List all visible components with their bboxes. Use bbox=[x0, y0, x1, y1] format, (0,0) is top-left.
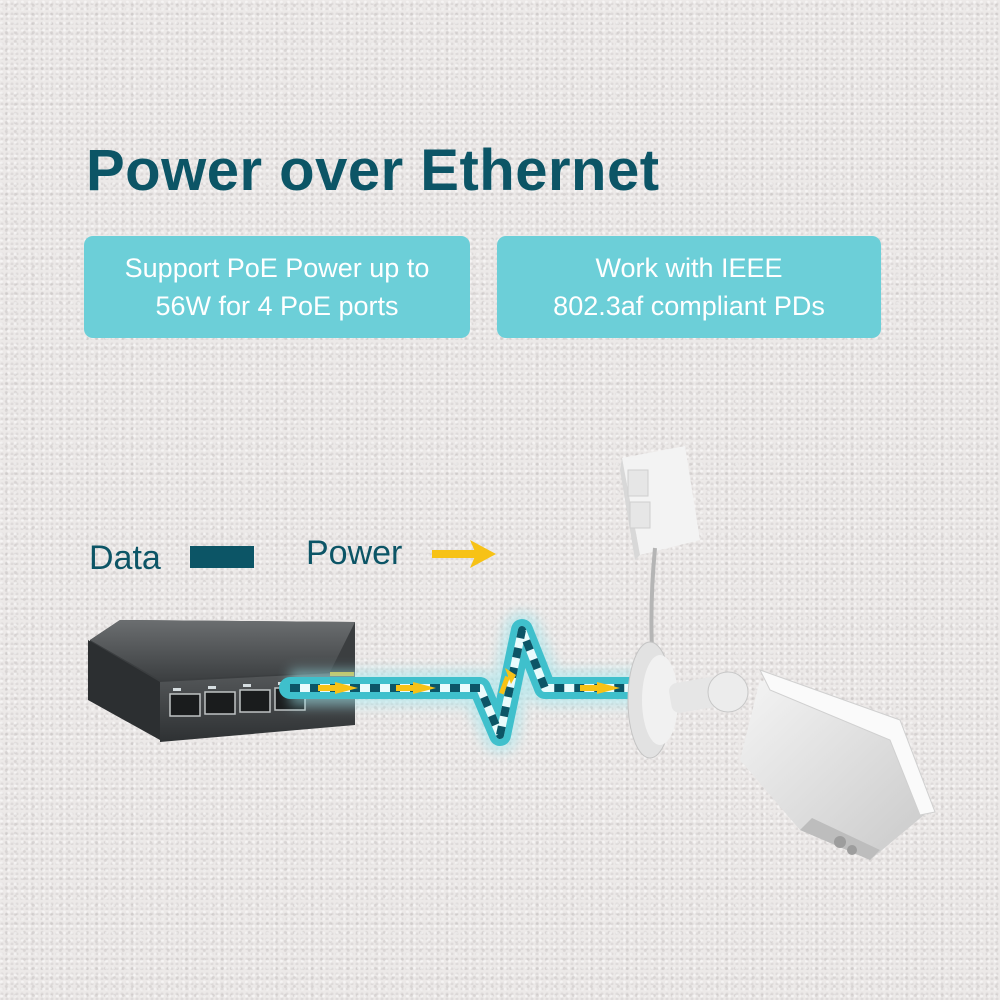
feature-line: Support PoE Power up to bbox=[124, 253, 430, 283]
page-title: Power over Ethernet bbox=[86, 138, 660, 203]
legend-power-label: Power bbox=[306, 534, 403, 572]
bullet-camera bbox=[627, 641, 936, 860]
power-arrow-icon bbox=[432, 540, 496, 568]
feature-box-ieee-compliance: Work with IEEE 802.3af compliant PDs bbox=[497, 236, 881, 338]
legend-data-swatch bbox=[190, 546, 254, 568]
legend-data-label: Data bbox=[89, 539, 161, 577]
junction-box bbox=[620, 446, 700, 651]
network-switch bbox=[88, 620, 355, 742]
feature-line: 802.3af compliant PDs bbox=[553, 291, 825, 321]
power-flow-arrows bbox=[318, 668, 620, 695]
feature-line: Work with IEEE bbox=[595, 253, 783, 283]
feature-box-poe-power: Support PoE Power up to 56W for 4 PoE po… bbox=[84, 236, 470, 338]
feature-line: 56W for 4 PoE ports bbox=[155, 291, 399, 321]
